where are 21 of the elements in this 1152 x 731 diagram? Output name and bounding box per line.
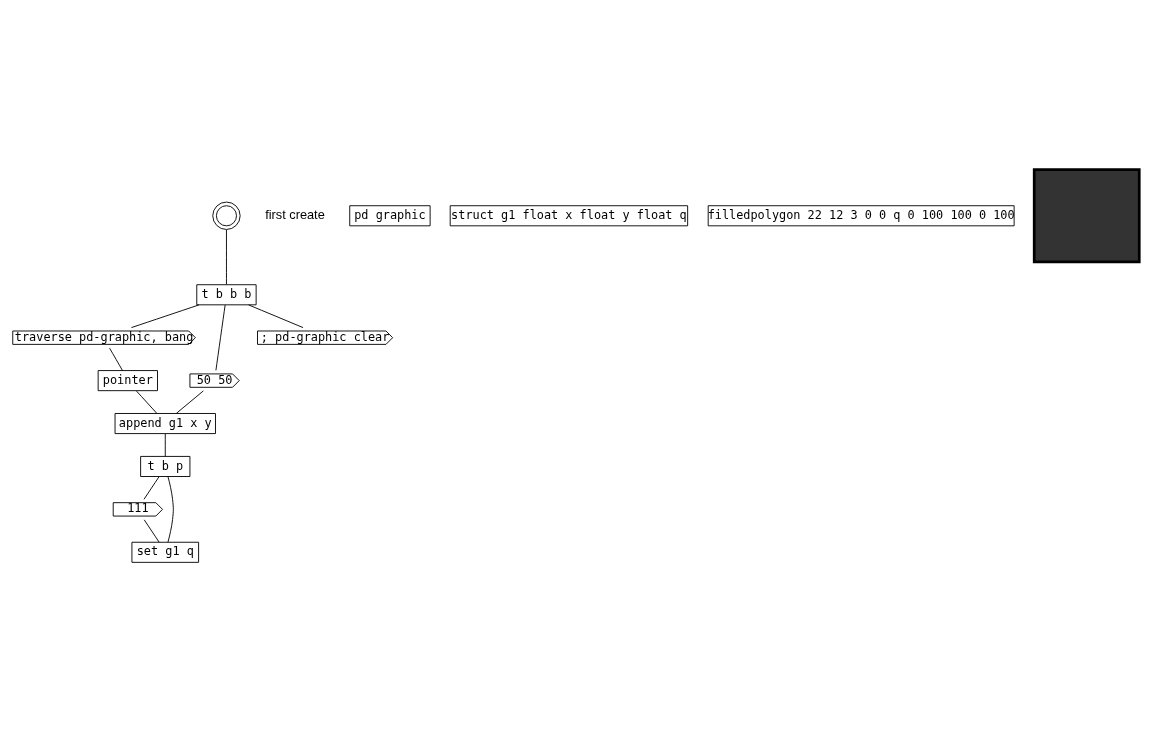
connector: [167, 475, 174, 543]
connector: [215, 304, 226, 371]
connector: [143, 518, 160, 543]
node-box: append g1 x y: [114, 412, 216, 434]
connector: [109, 347, 123, 371]
node-box: struct g1 float x float y float q: [449, 204, 689, 226]
node-box: pd graphic: [349, 204, 431, 226]
connector: [248, 303, 304, 328]
node-box: set g1 q: [131, 541, 200, 563]
node-box: t b b b: [196, 283, 257, 305]
connector: [136, 390, 158, 414]
connector: [226, 228, 227, 285]
node-box: filledpolygon 22 12 3 0 0 q 0 100 100 0 100: [707, 204, 1015, 226]
node-box: pointer: [97, 369, 158, 391]
connector: [164, 433, 166, 457]
connector: [131, 303, 200, 328]
connector: [143, 475, 160, 500]
connector: [175, 389, 204, 414]
node-box: [1032, 167, 1141, 263]
node-label: first create: [265, 206, 325, 222]
node-box: t b p: [140, 455, 191, 477]
